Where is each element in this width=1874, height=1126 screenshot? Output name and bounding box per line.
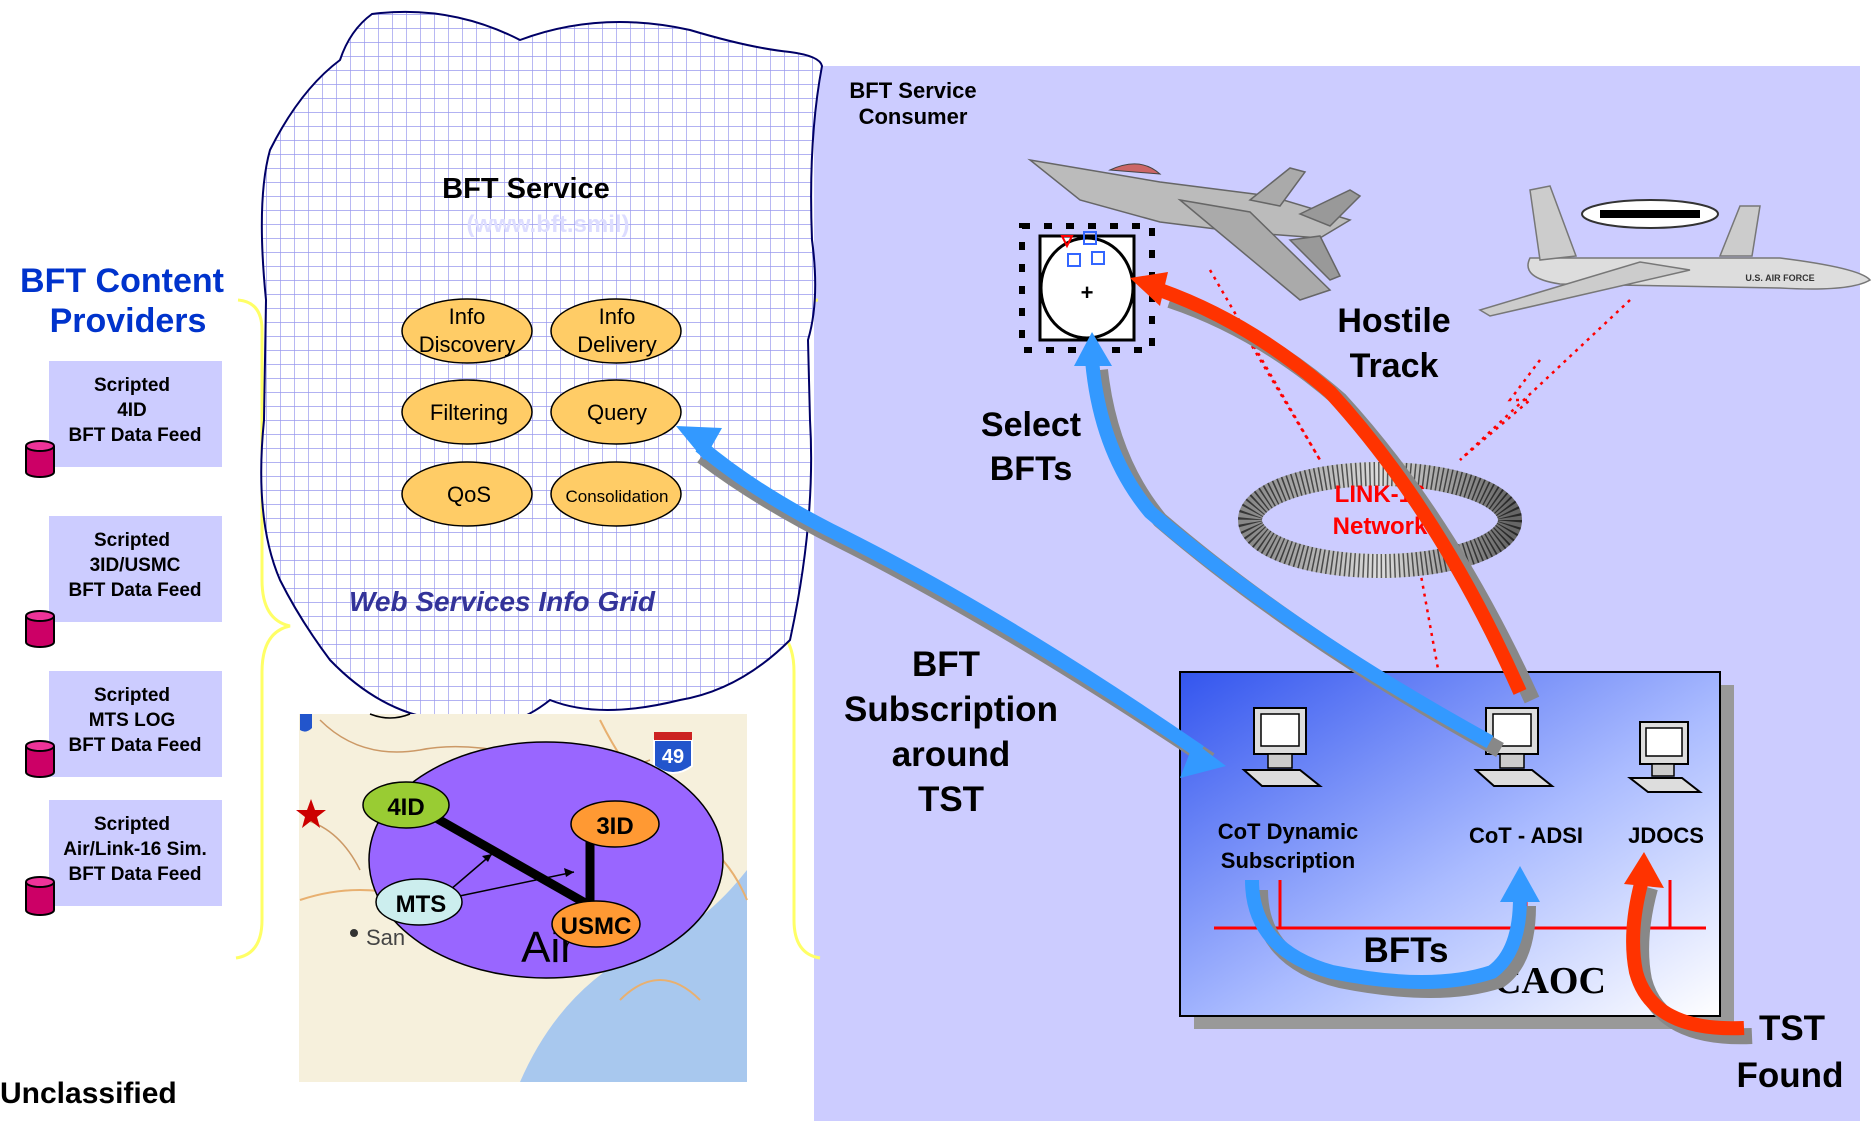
provider-feed-3id-usmc: Scripted 3ID/USMC BFT Data Feed: [25, 516, 222, 648]
station-label-line1: CoT - ADSI: [1469, 823, 1583, 848]
tst-label-line2: Found: [1737, 1056, 1844, 1095]
feed-line3: BFT Data Feed: [68, 735, 201, 756]
tst-label-line1: TST: [1759, 1009, 1825, 1048]
feed-line2: MTS LOG: [89, 710, 176, 731]
node-info-delivery: Info Delivery: [550, 298, 682, 364]
link-label-line2: Network: [1333, 513, 1428, 540]
unit-label: MTS: [396, 891, 447, 918]
provider-feed-list: Scripted 4ID BFT Data Feed Scripted 3ID/…: [25, 361, 222, 916]
node-label: Delivery: [577, 332, 656, 357]
operational-map: 49 San Air 4ID 3ID MTS USMC: [296, 713, 748, 1082]
node-label: Consolidation: [565, 487, 668, 506]
feed-line3: BFT Data Feed: [68, 864, 201, 885]
consumer-title-line1: BFT Service: [849, 78, 976, 103]
unit-label: 3ID: [596, 813, 633, 840]
interstate-shield-icon: 49: [653, 732, 693, 774]
feed-line1: Scripted: [94, 814, 170, 835]
database-icon: [25, 610, 55, 648]
city-label: San: [366, 925, 405, 950]
hostile-label-line1: Hostile: [1337, 302, 1450, 340]
grid-label: Web Services Info Grid: [349, 586, 656, 617]
feed-line3: BFT Data Feed: [68, 425, 201, 446]
feed-line1: Scripted: [94, 375, 170, 396]
node-label: Discovery: [419, 332, 516, 357]
service-url: (www.bft.smil): [466, 211, 629, 238]
bfts-label: BFTs: [1364, 931, 1449, 970]
computer-icon: [1627, 721, 1703, 793]
provider-feed-mts-log: Scripted MTS LOG BFT Data Feed: [25, 671, 222, 778]
awacs-aircraft-icon: U.S. AIR FORCE: [1478, 185, 1872, 317]
classification-label: Unclassified: [0, 1077, 177, 1110]
station-label-line1: JDOCS: [1628, 823, 1704, 848]
datalink-lines: [1208, 269, 1631, 681]
node-label: Info: [599, 304, 636, 329]
node-label: QoS: [447, 482, 491, 507]
unit-usmc: USMC: [551, 900, 641, 948]
node-filtering: Filtering: [401, 379, 533, 445]
station-label-line1: CoT Dynamic: [1218, 819, 1359, 844]
unit-label: USMC: [561, 913, 632, 940]
provider-feed-4id: Scripted 4ID BFT Data Feed: [25, 361, 222, 478]
unit-4id: 4ID: [362, 781, 450, 829]
feed-line2: Air/Link-16 Sim.: [63, 839, 207, 860]
road-label: 49: [662, 746, 684, 768]
computer-icon: [1473, 707, 1555, 787]
subscription-label-line2: Subscription: [844, 690, 1058, 729]
star-icon: [296, 799, 326, 828]
database-icon: [25, 876, 55, 916]
fighter-jet-icon: [1027, 158, 1362, 301]
provider-brace: [235, 298, 291, 960]
select-bfts-arrow: [1085, 359, 1494, 749]
aircraft-tag: U.S. AIR FORCE: [1745, 273, 1814, 283]
unit-3id: 3ID: [570, 800, 660, 848]
unit-label: 4ID: [387, 794, 424, 821]
subscription-label-line1: BFT: [912, 645, 980, 684]
track-display-icon: +: [1019, 223, 1155, 353]
subscription-label-line3: around: [892, 735, 1011, 774]
bfts-loop-arrow: [1245, 879, 1527, 989]
crosshair-icon: +: [1081, 280, 1094, 305]
service-title: BFT Service: [442, 173, 610, 205]
select-label-line1: Select: [981, 406, 1081, 444]
service-nodes: Info Discovery Info Delivery Filtering Q…: [401, 298, 682, 527]
select-label-line2: BFTs: [990, 450, 1072, 488]
computer-icon: [1241, 707, 1323, 787]
bft-subscription-arrow: [695, 440, 1204, 758]
node-label: Filtering: [430, 400, 508, 425]
database-icon: [25, 440, 55, 478]
consumer-title-line2: Consumer: [859, 104, 968, 129]
providers-title-line2: Providers: [50, 302, 207, 340]
feed-line1: Scripted: [94, 685, 170, 706]
subscription-label-line4: TST: [918, 780, 984, 819]
tst-found-arrow: [1626, 878, 1745, 1036]
web-services-cloud: [260, 10, 824, 728]
node-info-discovery: Info Discovery: [401, 298, 533, 364]
feed-line3: BFT Data Feed: [68, 580, 201, 601]
feed-line2: 3ID/USMC: [90, 555, 181, 576]
node-query: Query: [550, 379, 682, 445]
node-qos: QoS: [401, 461, 533, 527]
node-consolidation: Consolidation: [550, 461, 682, 527]
node-label: Info: [449, 304, 486, 329]
feed-line2: 4ID: [117, 400, 147, 421]
node-label: Query: [587, 400, 647, 425]
feed-line1: Scripted: [94, 530, 170, 551]
database-icon: [25, 740, 55, 778]
hostile-track-arrow: [1157, 283, 1527, 695]
unit-mts: MTS: [375, 878, 463, 926]
station-label-line2: Subscription: [1221, 848, 1355, 873]
hostile-label-line2: Track: [1350, 347, 1439, 385]
provider-feed-air-link16: Scripted Air/Link-16 Sim. BFT Data Feed: [25, 800, 222, 916]
providers-title-line1: BFT Content: [20, 262, 224, 300]
